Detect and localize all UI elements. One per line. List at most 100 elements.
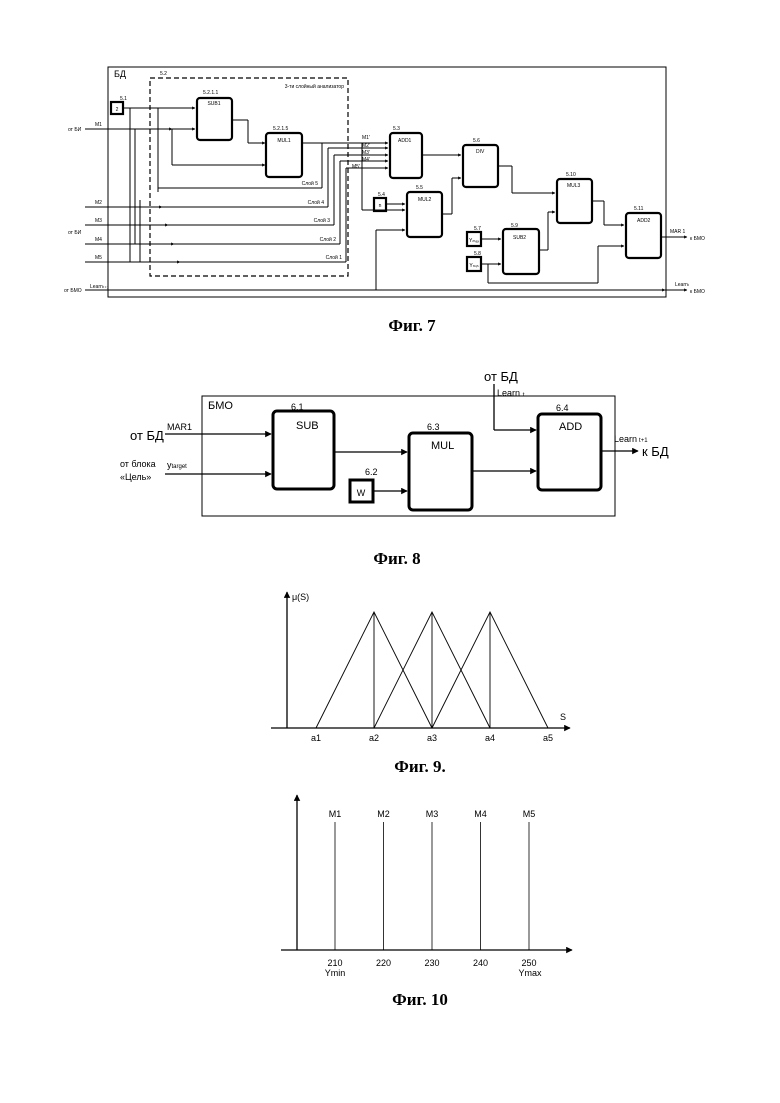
learn-out-text: Learn <box>614 434 637 444</box>
from-block-line1: от блока <box>120 459 156 469</box>
to-bd: к БД <box>642 444 669 459</box>
add1-ref: 5.3 <box>393 126 400 132</box>
fig10-label-m1: M1 <box>329 809 342 819</box>
w-label: W <box>357 488 366 498</box>
m1-prime: M1' <box>362 135 370 141</box>
learn-t-label: Learn ₜ <box>497 388 526 398</box>
m2-prime: M2' <box>362 143 370 149</box>
fig10-tick-230: 230 <box>424 958 439 968</box>
analyzer-label: 3-ти слойный анализатор <box>285 83 345 90</box>
add1-label: ADD1 <box>398 138 412 144</box>
div-ref: 5.6 <box>473 138 480 144</box>
fig9-chart: μ(S) S a1 a2 a3 a4 a5 <box>271 592 570 743</box>
n-block-ref: 5.4 <box>378 192 385 198</box>
from-bd-top: от БД <box>484 369 518 384</box>
ref-6-3: 6.3 <box>427 422 440 432</box>
ymax-block-text: Yₘₐₓ <box>469 238 479 244</box>
sub-label: SUB <box>296 420 319 432</box>
ymin-block-ref: 5.8 <box>474 251 481 257</box>
layer-1: Слой 1 <box>326 254 343 261</box>
fig9-caption: Фиг. 9. <box>394 757 445 776</box>
fig9-tick-a3: a3 <box>427 733 437 743</box>
fig10-ymax-label: Ymax <box>518 968 542 978</box>
mar1-label: MAR1 <box>167 422 192 432</box>
sub1-ref: 5.2.1.1 <box>203 90 219 96</box>
mul2-label: MUL2 <box>418 197 432 203</box>
fig10-plot-area: M1 210 M2 220 M3 230 M4 240 M5 250 <box>327 809 536 968</box>
m3-prime: M3' <box>362 150 370 156</box>
sub2-ref: 5.9 <box>511 223 518 229</box>
input-m5: M5 <box>95 255 102 261</box>
input-m4: M4 <box>95 237 102 243</box>
fig10-tick-210: 210 <box>327 958 342 968</box>
from-bi-2: от БИ <box>68 230 82 236</box>
learn-out-label: Learnt+1 <box>614 434 648 444</box>
fig8-diagram: БМО от БД Learn ₜ SUB 6.1 W 6.2 MUL 6.3 … <box>120 369 669 516</box>
fig9-x-axis-label: S <box>560 712 566 722</box>
y-target-sub: target <box>172 464 188 470</box>
out-learn: Learnₜ <box>675 282 690 288</box>
fig9-tick-a4: a4 <box>485 733 495 743</box>
add-label: ADD <box>559 421 582 433</box>
from-bd-left: от БД <box>130 428 164 443</box>
fig10-caption: Фиг. 10 <box>392 990 448 1009</box>
fig10-label-m4: M4 <box>474 809 487 819</box>
mul3-ref: 5.10 <box>566 172 576 178</box>
fig9-tick-a5: a5 <box>543 733 553 743</box>
fig9-tick-a1: a1 <box>311 733 321 743</box>
mul-label: MUL <box>431 440 454 452</box>
learn-in-label: Learnₜ₊₁ <box>90 284 109 290</box>
layer-4: Слой 4 <box>308 199 325 206</box>
sub1-label: SUB1 <box>207 101 220 107</box>
fig10-label-m3: M3 <box>426 809 439 819</box>
bmo-frame-label: БМО <box>208 400 233 412</box>
m4-prime: M4' <box>362 157 370 163</box>
fig10-ymin-label: Ymin <box>325 968 346 978</box>
layer-5: Слой 5 <box>302 180 319 187</box>
input-m3: M3 <box>95 218 102 224</box>
fig10-chart: M1 210 M2 220 M3 230 M4 240 M5 250 Ymin Ymax <box>281 795 572 978</box>
block-5-1-ref: 5.1 <box>120 96 127 102</box>
layer-3: Слой 3 <box>314 217 331 224</box>
n-block-text: n <box>379 203 382 209</box>
from-block-line2: «Цель» <box>120 472 151 482</box>
block-5-1-text: 2 <box>116 107 119 113</box>
y-target-label: ytarget <box>167 460 187 470</box>
fig9-plot-area <box>316 612 548 728</box>
mul1-label: MUL1 <box>277 138 291 144</box>
layer-2: Слой 2 <box>320 236 337 243</box>
from-bmo: от БМО <box>64 288 82 294</box>
from-bi-1: от БИ <box>68 127 82 133</box>
mul1-ref: 5.2.1.5 <box>273 126 289 132</box>
fig9-tick-labels: a1 a2 a3 a4 a5 <box>311 733 553 743</box>
fig10-tick-240: 240 <box>473 958 488 968</box>
fig10-label-m5: M5 <box>523 809 536 819</box>
m5-prime: M5' <box>352 164 360 170</box>
out-mar1: MAR 1 <box>670 229 686 235</box>
div-label: DIV <box>476 149 485 155</box>
ref-6-2: 6.2 <box>365 467 378 477</box>
fig7-caption: Фиг. 7 <box>388 316 436 335</box>
add2-label: ADD2 <box>637 218 651 224</box>
ymin-block-text: Yₘᵢₙ <box>469 263 478 269</box>
fig10-tick-250: 250 <box>521 958 536 968</box>
to-bmo-1: к БМО <box>690 236 705 242</box>
to-bmo-2: к БМО <box>690 289 705 295</box>
bd-frame-label: БД <box>114 69 126 79</box>
input-m2: M2 <box>95 200 102 206</box>
mul3-label: MUL3 <box>567 183 581 189</box>
fig7-diagram: БД 5.2 3-ти слойный анализатор 2 5.1 SUB… <box>64 67 705 297</box>
analyzer-ref: 5.2 <box>160 71 167 77</box>
fig10-tick-220: 220 <box>376 958 391 968</box>
fig9-y-axis-label: μ(S) <box>292 592 309 602</box>
fig10-label-m2: M2 <box>377 809 390 819</box>
ymax-block-ref: 5.7 <box>474 226 481 232</box>
add2-ref: 5.11 <box>634 206 644 212</box>
ref-6-4: 6.4 <box>556 403 569 413</box>
mul2-ref: 5.5 <box>416 185 423 191</box>
fig8-caption: Фиг. 8 <box>373 549 420 568</box>
ref-6-1: 6.1 <box>291 402 304 412</box>
input-m1: M1 <box>95 122 102 128</box>
fig9-tick-a2: a2 <box>369 733 379 743</box>
